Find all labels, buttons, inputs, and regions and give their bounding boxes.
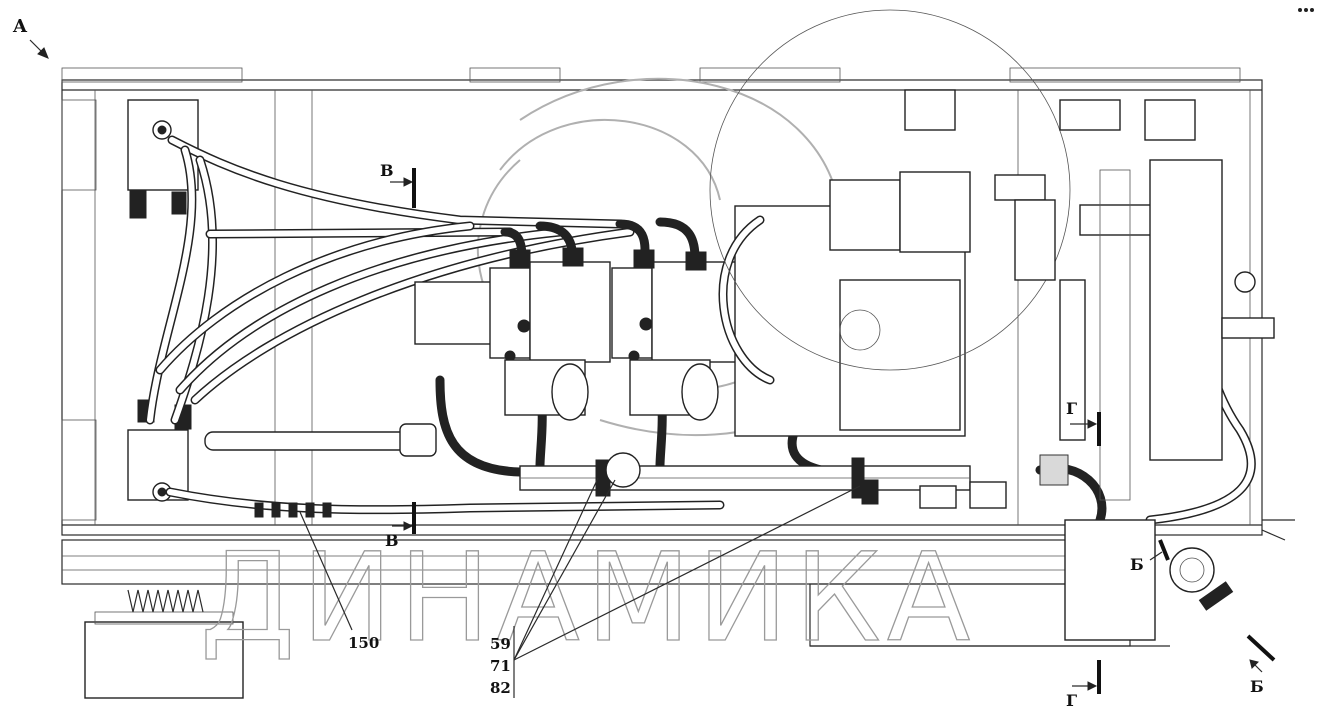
callout-150: 150 (299, 511, 379, 652)
svg-text:Г: Г (1066, 399, 1077, 418)
svg-text:Б: Б (1250, 677, 1264, 696)
section-mark-g-mid: Г (1066, 399, 1101, 446)
section-mark-g-bottom: Г (1066, 660, 1101, 710)
svg-text:82: 82 (490, 679, 511, 697)
section-mark-b-bottom: Б (1246, 634, 1276, 696)
engine-block (709, 9, 1275, 501)
svg-text:59: 59 (490, 635, 511, 653)
svg-text:Г: Г (1066, 691, 1077, 710)
watermark-text: ДИНАМИКА (200, 527, 976, 669)
section-mark-b-right: Б (1130, 539, 1170, 574)
section-mark-v-bottom: В (385, 502, 416, 550)
view-a-marker: A (12, 16, 49, 59)
hydraulic-hoses (145, 135, 1256, 525)
callout-group-59-71-82: 59 71 82 (490, 477, 861, 698)
return-line (204, 423, 1234, 641)
svg-text:Б: Б (1130, 555, 1144, 574)
svg-text:150: 150 (348, 634, 379, 652)
spring-coil (127, 589, 204, 613)
corner-mark (1298, 8, 1314, 12)
svg-text:В: В (380, 161, 394, 180)
hydraulic-pumps (414, 247, 765, 421)
svg-text:В: В (385, 531, 399, 550)
section-mark-v-top: В (380, 161, 416, 208)
hose-sleeve-150 (254, 502, 332, 518)
svg-text:71: 71 (490, 657, 511, 675)
view-label: A (12, 16, 28, 37)
chassis-frame (61, 67, 1295, 699)
